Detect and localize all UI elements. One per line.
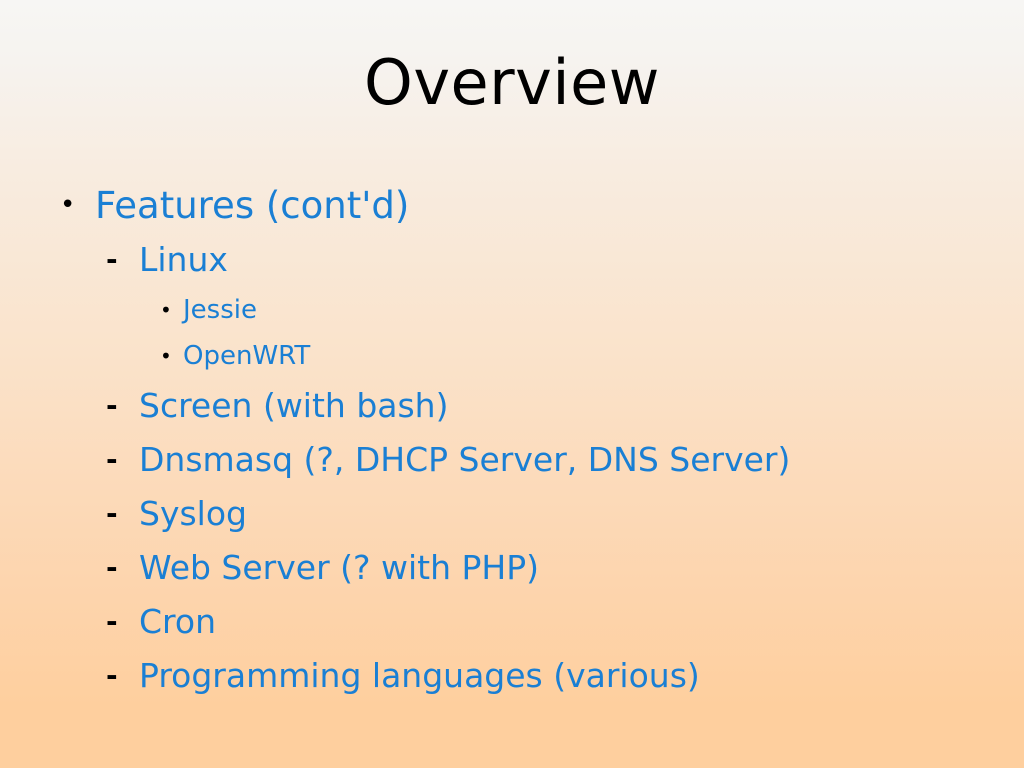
outline-item-level-3: • OpenWRT — [0, 333, 1024, 379]
outline-item-label: Syslog — [139, 494, 247, 533]
dash-marker-icon: - — [106, 443, 118, 476]
outline-item-label: Cron — [139, 602, 216, 641]
outline-item-level-3: • Jessie — [0, 287, 1024, 333]
bullet-marker-icon: • — [160, 344, 172, 368]
slide-title: Overview — [364, 46, 660, 119]
slide-outline-list: •Features (cont'd)-Linux•Jessie•OpenWRT-… — [0, 178, 1024, 703]
bullet-marker-icon: • — [160, 298, 172, 322]
outline-item-label: Dnsmasq (?, DHCP Server, DNS Server) — [139, 440, 791, 479]
outline-item-level-2: -Syslog — [0, 487, 1024, 541]
outline-item-level-2: -Screen (with bash) — [0, 379, 1024, 433]
outline-item-label: Features (cont'd) — [95, 184, 410, 227]
outline-item-level-2: -Dnsmasq (?, DHCP Server, DNS Server) — [0, 433, 1024, 487]
outline-item-level-1: • Features (cont'd) — [0, 178, 1024, 233]
dash-marker-icon: - — [106, 659, 118, 692]
dash-marker-icon: - — [106, 551, 118, 584]
outline-item-label: OpenWRT — [183, 341, 311, 371]
dash-marker-icon: - — [106, 605, 118, 638]
dash-marker-icon: - — [106, 497, 118, 530]
outline-item-level-2: -Web Server (? with PHP) — [0, 541, 1024, 595]
outline-item-label: Linux — [139, 240, 228, 279]
dash-marker-icon: - — [106, 389, 118, 422]
outline-item-level-2: -Linux — [0, 233, 1024, 287]
outline-item-label: Screen (with bash) — [139, 386, 449, 425]
outline-item-label: Jessie — [183, 295, 257, 325]
bullet-marker-icon: • — [60, 190, 76, 220]
outline-item-label: Web Server (? with PHP) — [139, 548, 540, 587]
outline-item-level-2: -Programming languages (various) — [0, 649, 1024, 703]
outline-item-label: Programming languages (various) — [139, 656, 700, 695]
dash-marker-icon: - — [106, 243, 118, 276]
outline-item-level-2: -Cron — [0, 595, 1024, 649]
